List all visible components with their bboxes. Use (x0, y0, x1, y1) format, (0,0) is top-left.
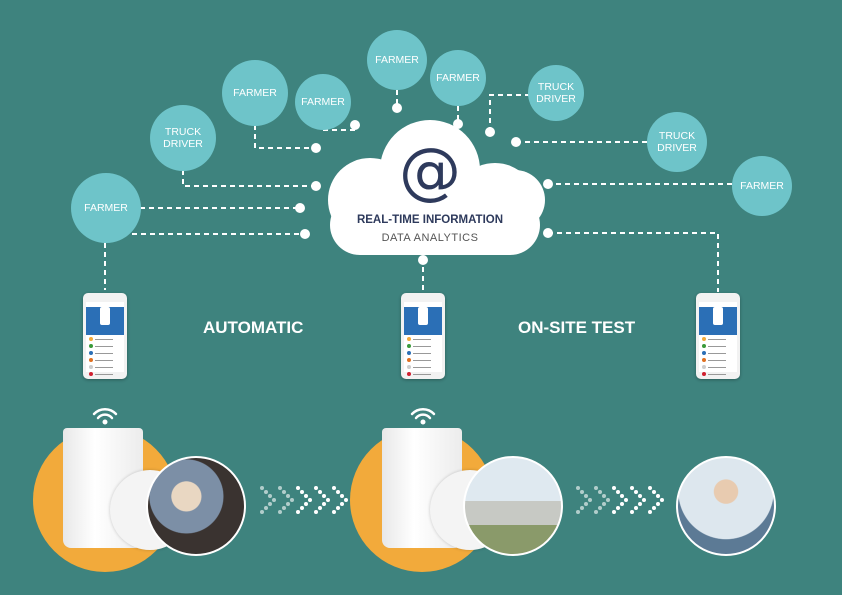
node-farmer: FARMER (71, 173, 141, 243)
node-farmer: FARMER (295, 74, 351, 130)
automatic-label: AUTOMATIC (203, 318, 304, 337)
smartphone (696, 293, 740, 379)
node-truck-driver: TRUCK DRIVER (528, 65, 584, 121)
smartphone (401, 293, 445, 379)
at-icon: @ (399, 134, 461, 207)
onsite-test-label: ON-SITE TEST (518, 318, 636, 337)
node-farmer: FARMER (367, 30, 427, 90)
node-truck-driver: TRUCK DRIVER (150, 105, 216, 171)
lab-worker-photo (676, 456, 776, 556)
node-truck-driver: TRUCK DRIVER (647, 112, 707, 172)
cloud-subtitle: DATA ANALYTICS (381, 232, 479, 244)
cloud-title: REAL-TIME INFORMATION (356, 214, 504, 226)
node-farmer: FARMER (732, 156, 792, 216)
cloud-shape (328, 120, 545, 255)
truck-photo (463, 456, 563, 556)
node-farmer: FARMER (222, 60, 288, 126)
node-farmer: FARMER (430, 50, 486, 106)
farmer-photo (146, 456, 246, 556)
smartphone (83, 293, 127, 379)
